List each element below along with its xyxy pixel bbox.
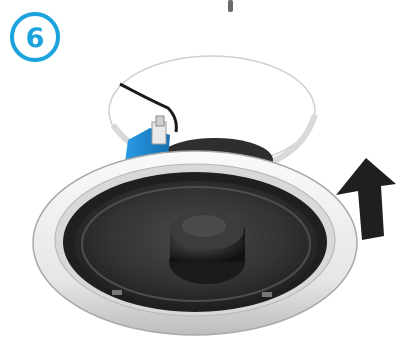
trim-clip-left — [112, 290, 122, 295]
dust-cap — [169, 210, 245, 284]
step-number: 6 — [26, 23, 45, 54]
step-badge: 6 — [12, 14, 58, 60]
top-mark — [228, 0, 233, 12]
trim-clip-right — [262, 292, 272, 297]
